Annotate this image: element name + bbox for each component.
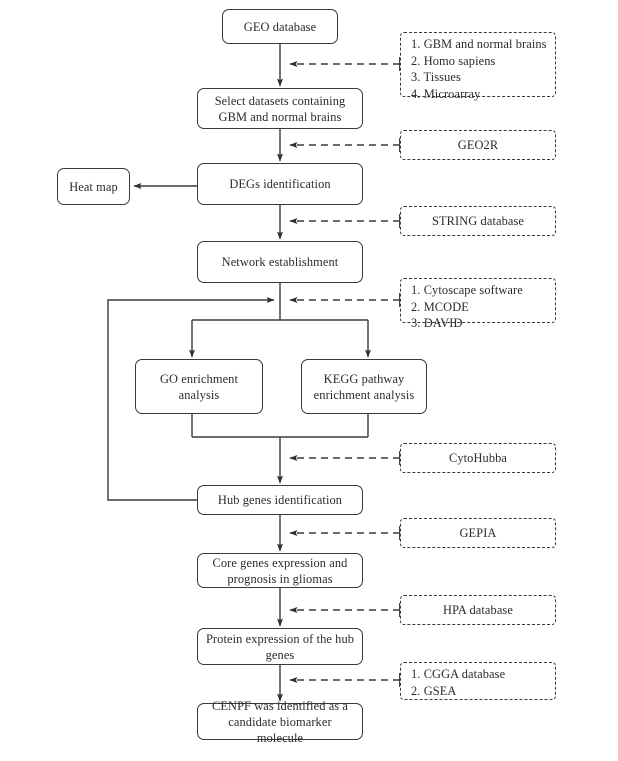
node-protein-expression-label: Protein expression of the hub genes bbox=[205, 631, 355, 662]
note-string-database: STRING database bbox=[400, 206, 556, 236]
note-geo2r: GEO2R bbox=[400, 130, 556, 160]
node-go-enrichment-label: GO enrichment analysis bbox=[159, 371, 239, 402]
node-network-establishment-label: Network establishment bbox=[221, 255, 339, 269]
note-cytohubba-label: CytoHubba bbox=[448, 450, 508, 465]
node-select-datasets[interactable]: Select datasets containing GBM and norma… bbox=[197, 88, 363, 129]
node-select-datasets-label: Select datasets containing GBM and norma… bbox=[214, 93, 346, 124]
note-criteria-line-4: 4. Microarray bbox=[411, 86, 481, 101]
node-degs-identification-label: DEGs identification bbox=[229, 177, 331, 191]
node-kegg-pathway[interactable]: KEGG pathway enrichment analysis bbox=[301, 359, 427, 414]
note-cgga-gsea: 1. CGGA database 2. GSEA bbox=[400, 662, 556, 700]
note-cytoscape-line-3: 3. DAVID bbox=[411, 316, 463, 330]
note-hpa-database: HPA database bbox=[400, 595, 556, 625]
note-cytoscape-tools: 1. Cytoscape software 2. MCODE 3. DAVID bbox=[400, 278, 556, 330]
node-hub-genes-label: Hub genes identification bbox=[217, 493, 343, 507]
note-cytoscape-line-2: 2. MCODE bbox=[411, 299, 469, 314]
note-criteria-line-2: 2. Homo sapiens bbox=[411, 53, 496, 68]
node-degs-identification[interactable]: DEGs identification bbox=[197, 163, 363, 205]
note-string-database-label: STRING database bbox=[432, 213, 524, 228]
note-dataset-criteria: 1. GBM and normal brains 2. Homo sapiens… bbox=[400, 32, 556, 101]
note-gepia-label: GEPIA bbox=[459, 525, 497, 540]
node-protein-expression[interactable]: Protein expression of the hub genes bbox=[197, 628, 363, 665]
node-kegg-pathway-label: KEGG pathway enrichment analysis bbox=[313, 371, 415, 402]
note-criteria-line-3: 3. Tissues bbox=[411, 70, 461, 84]
node-heat-map[interactable]: Heat map bbox=[57, 168, 130, 205]
note-cytoscape-line-1: 1. Cytoscape software bbox=[411, 283, 523, 297]
node-go-enrichment[interactable]: GO enrichment analysis bbox=[135, 359, 263, 414]
node-network-establishment[interactable]: Network establishment bbox=[197, 241, 363, 283]
note-cgga-line-1: 1. CGGA database bbox=[411, 667, 506, 681]
note-criteria-line-1: 1. GBM and normal brains bbox=[411, 37, 547, 51]
note-geo2r-label: GEO2R bbox=[457, 137, 499, 152]
node-core-genes-label: Core genes expression and prognosis in g… bbox=[212, 555, 348, 586]
note-hpa-database-label: HPA database bbox=[443, 602, 513, 617]
node-cenpf-conclusion-label: CENPF was identified as a candidate biom… bbox=[211, 698, 349, 745]
node-core-genes[interactable]: Core genes expression and prognosis in g… bbox=[197, 553, 363, 588]
note-cytohubba: CytoHubba bbox=[400, 443, 556, 473]
note-cgga-line-2: 2. GSEA bbox=[411, 683, 457, 698]
node-hub-genes[interactable]: Hub genes identification bbox=[197, 485, 363, 515]
node-geo-database-label: GEO database bbox=[243, 19, 317, 34]
node-geo-database[interactable]: GEO database bbox=[222, 9, 338, 44]
note-gepia: GEPIA bbox=[400, 518, 556, 548]
node-cenpf-conclusion[interactable]: CENPF was identified as a candidate biom… bbox=[197, 699, 363, 745]
node-heat-map-label: Heat map bbox=[69, 179, 118, 194]
